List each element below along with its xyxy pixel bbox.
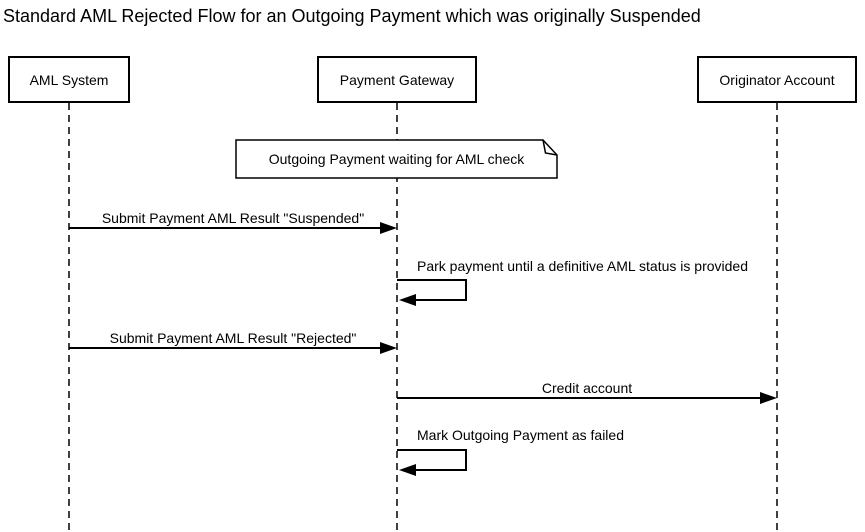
message-5-self-arrow bbox=[397, 449, 467, 476]
message-5-label: Mark Outgoing Payment as failed bbox=[417, 427, 624, 443]
note-shape bbox=[235, 139, 558, 179]
message-4-arrowhead-icon bbox=[760, 392, 777, 404]
message-4-label: Credit account bbox=[541, 380, 633, 396]
message-2-line bbox=[397, 279, 467, 301]
participant-originator-account-label: Originator Account bbox=[719, 71, 835, 88]
message-2-self-arrow bbox=[397, 279, 467, 306]
participant-aml-system-label: AML System bbox=[29, 71, 109, 88]
message-2-label: Park payment until a definitive AML stat… bbox=[417, 258, 748, 274]
message-5-line bbox=[397, 449, 467, 471]
message-3-arrow bbox=[69, 342, 397, 354]
message-3-label: Submit Payment AML Result "Rejected" bbox=[109, 330, 357, 346]
note-text: Outgoing Payment waiting for AML check bbox=[268, 151, 525, 167]
message-4-arrow bbox=[397, 392, 777, 404]
note-body bbox=[235, 139, 558, 179]
note-fold-icon bbox=[542, 139, 558, 156]
participant-aml-system: AML System bbox=[8, 56, 130, 103]
participant-originator-account: Originator Account bbox=[697, 56, 857, 103]
message-3-arrowhead-icon bbox=[380, 342, 397, 354]
participant-payment-gateway: Payment Gateway bbox=[317, 56, 477, 103]
message-1-arrowhead-icon bbox=[380, 222, 397, 234]
message-5-arrowhead-icon bbox=[399, 464, 416, 476]
participant-payment-gateway-label: Payment Gateway bbox=[339, 71, 455, 88]
diagram-title: Standard AML Rejected Flow for an Outgoi… bbox=[3, 6, 701, 26]
message-2-arrowhead-icon bbox=[399, 294, 416, 306]
message-1-arrow bbox=[69, 222, 397, 234]
message-1-label: Submit Payment AML Result "Suspended" bbox=[101, 210, 365, 226]
